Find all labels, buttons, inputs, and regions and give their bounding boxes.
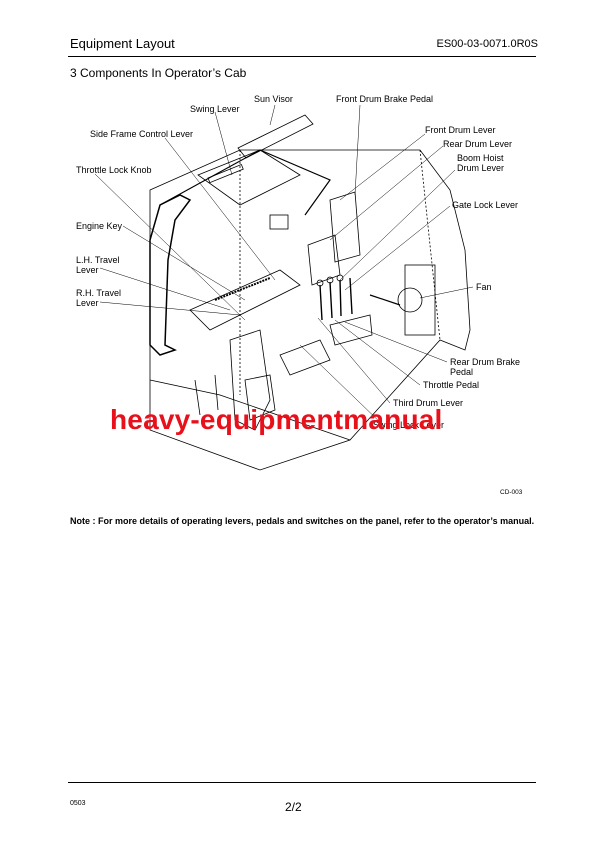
label-rh-travel-line1: R.H. Travel [76,288,122,298]
leader-swing-lock [299,344,386,428]
figure-code: CD-003 [500,489,523,496]
console-switches [214,277,271,301]
leader-lines [94,104,474,428]
label-sun-visor: Sun Visor [254,94,293,104]
label-throttle-pedal: Throttle Pedal [423,380,480,390]
leader-lh-travel [99,267,231,311]
lever-knob-1 [316,279,324,287]
label-swing-lock-lever: Swing Lock Lever [373,420,445,430]
leader-throttle-pedal [334,319,421,386]
leader-rear-drum-lever [329,145,444,241]
fan-mount [369,294,401,306]
label-third-drum-lever: Third Drum Lever [393,398,464,408]
label-swing-lever: Swing Lever [190,104,240,114]
leader-rh-travel [99,301,241,316]
label-side-frame-control-lever: Side Frame Control Lever [90,129,194,139]
overhead-panel [197,149,301,206]
leader-sun-visor [269,104,276,126]
floor-pedals [279,339,331,376]
leader-front-drum-brake [354,104,361,196]
drum-levers [319,277,353,321]
leader-fan [419,286,474,299]
label-rh-travel-line2: Lever [76,298,99,308]
label-throttle-lock-knob: Throttle Lock Knob [76,165,152,175]
label-fan: Fan [476,282,492,292]
cab-frame-pillar [149,194,192,356]
label-engine-key: Engine Key [76,221,123,231]
lever-knob-2 [326,276,334,284]
footer-code: 0503 [70,800,86,807]
footer-divider [68,782,536,783]
page-number: 2/2 [285,800,302,814]
label-rear-drum-lever: Rear Drum Lever [443,139,513,149]
header-divider [68,56,536,57]
section-title: 3 Components In Operator’s Cab [70,66,247,80]
note-text: Note : For more details of operating lev… [70,516,535,526]
leader-third-drum [317,317,391,404]
seat-cushion [244,374,276,421]
leader-swing-lever [214,111,233,176]
leader-rear-drum-brake [344,321,448,363]
label-boom-hoist-line2: Drum Lever [457,163,505,173]
fan-blade [397,287,423,313]
watermark-text: heavy-equipmentmanual [110,404,443,435]
left-console [189,269,301,331]
document-code: ES00-03-0071.0R0S [436,38,538,50]
label-lh-travel-line2: Lever [76,265,99,275]
fan-housing [404,264,436,336]
header-title: Equipment Layout [70,36,175,51]
lever-knob-3 [336,274,344,282]
cab-right-edge [419,149,441,341]
label-gate-lock-lever: Gate Lock Lever [452,200,519,210]
label-boom-hoist-line1: Boom Hoist [457,153,504,163]
instrument-pod [329,191,361,263]
label-lh-travel-line1: L.H. Travel [76,255,120,265]
label-rear-drum-brake-line2: Pedal [450,367,474,377]
cab-floor-edge [149,379,351,441]
leader-boom-hoist [339,169,456,281]
label-rear-drum-brake-line1: Rear Drum Brake [450,357,521,367]
base-legs [194,374,219,416]
leader-front-drum-lever [339,133,426,201]
overhead-switches [207,163,244,184]
leader-throttle-lock [94,173,246,321]
sun-visor-shape [237,114,314,159]
brake-pedals [329,314,373,346]
label-front-drum-brake-pedal: Front Drum Brake Pedal [336,94,434,104]
leader-side-frame [164,137,276,281]
overhead-box [269,214,289,230]
label-front-drum-lever: Front Drum Lever [425,125,496,135]
leader-engine-key [122,225,246,301]
leader-gate-lock [344,205,451,291]
